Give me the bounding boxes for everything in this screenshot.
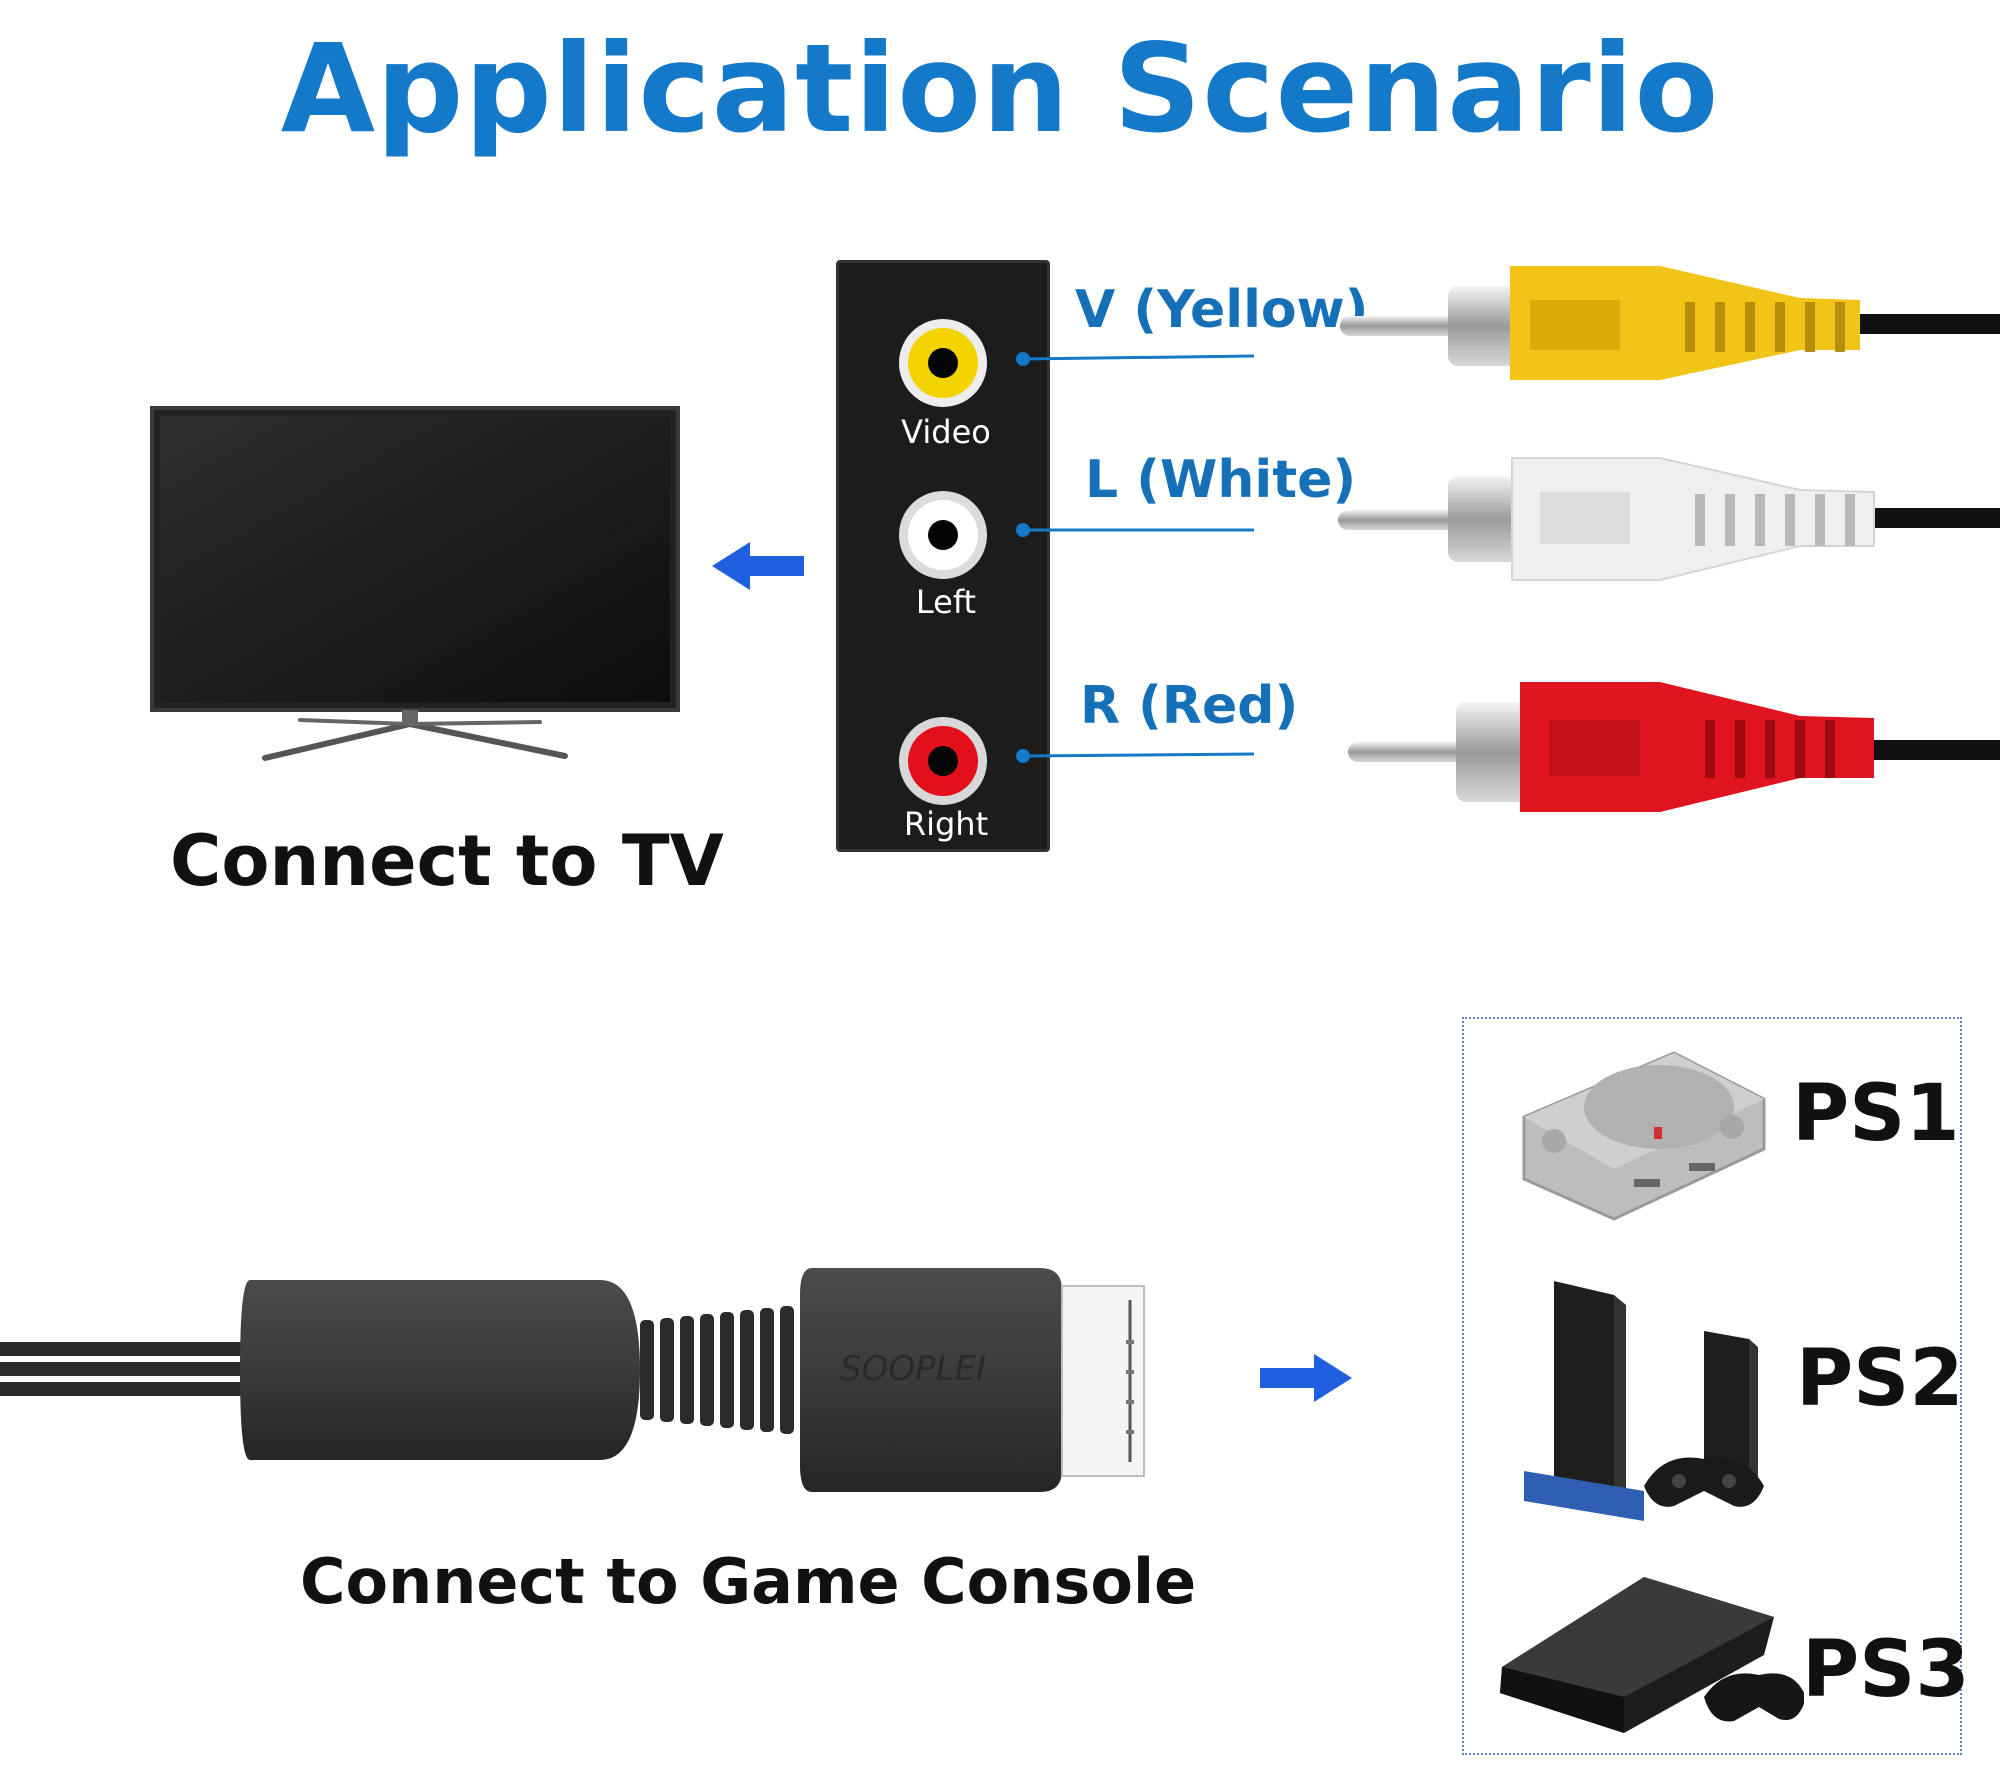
ps1-label: PS1 (1792, 1069, 1960, 1159)
ps3-console-icon (1500, 1577, 1804, 1733)
video-jack-icon (899, 319, 987, 407)
ps3-label: PS3 (1802, 1625, 1970, 1715)
supported-consoles-box: PS1 PS2 PS3 (1462, 1017, 1970, 1755)
ps2-console-icon (1524, 1281, 1764, 1521)
yellow-plug (1340, 266, 2000, 380)
rca-plugs (1338, 266, 2000, 812)
wire-label-yellow: V (Yellow) (1075, 280, 1369, 340)
red-plug (1348, 682, 2000, 812)
arrow-left-icon (712, 542, 804, 590)
connector-brand-text: SOOPLEI (840, 1349, 986, 1389)
wire-label-red: R (Red) (1080, 676, 1299, 736)
connect-to-game-console-caption: Connect to Game Console (300, 1545, 1197, 1618)
arrow-right-icon (1260, 1354, 1352, 1402)
connect-to-tv-caption: Connect to TV (170, 820, 724, 902)
ps2-label: PS2 (1796, 1334, 1964, 1424)
jack-label-right: Right (903, 805, 989, 843)
left-jack-icon (899, 491, 987, 579)
jack-label-video: Video (901, 413, 991, 451)
av-multi-out-connector: SOOPLEI (0, 1268, 1145, 1492)
jack-label-left: Left (915, 583, 977, 621)
right-jack-icon (899, 717, 987, 805)
wire-label-white: L (White) (1085, 450, 1357, 510)
rca-jack-panel: Video Left Right (836, 260, 1050, 852)
page-title: Application Scenario (280, 18, 1720, 160)
ps1-console-icon (1522, 1051, 1766, 1221)
white-plug (1338, 457, 2000, 581)
tv-illustration (150, 406, 680, 761)
leader-lines (1016, 352, 1255, 763)
